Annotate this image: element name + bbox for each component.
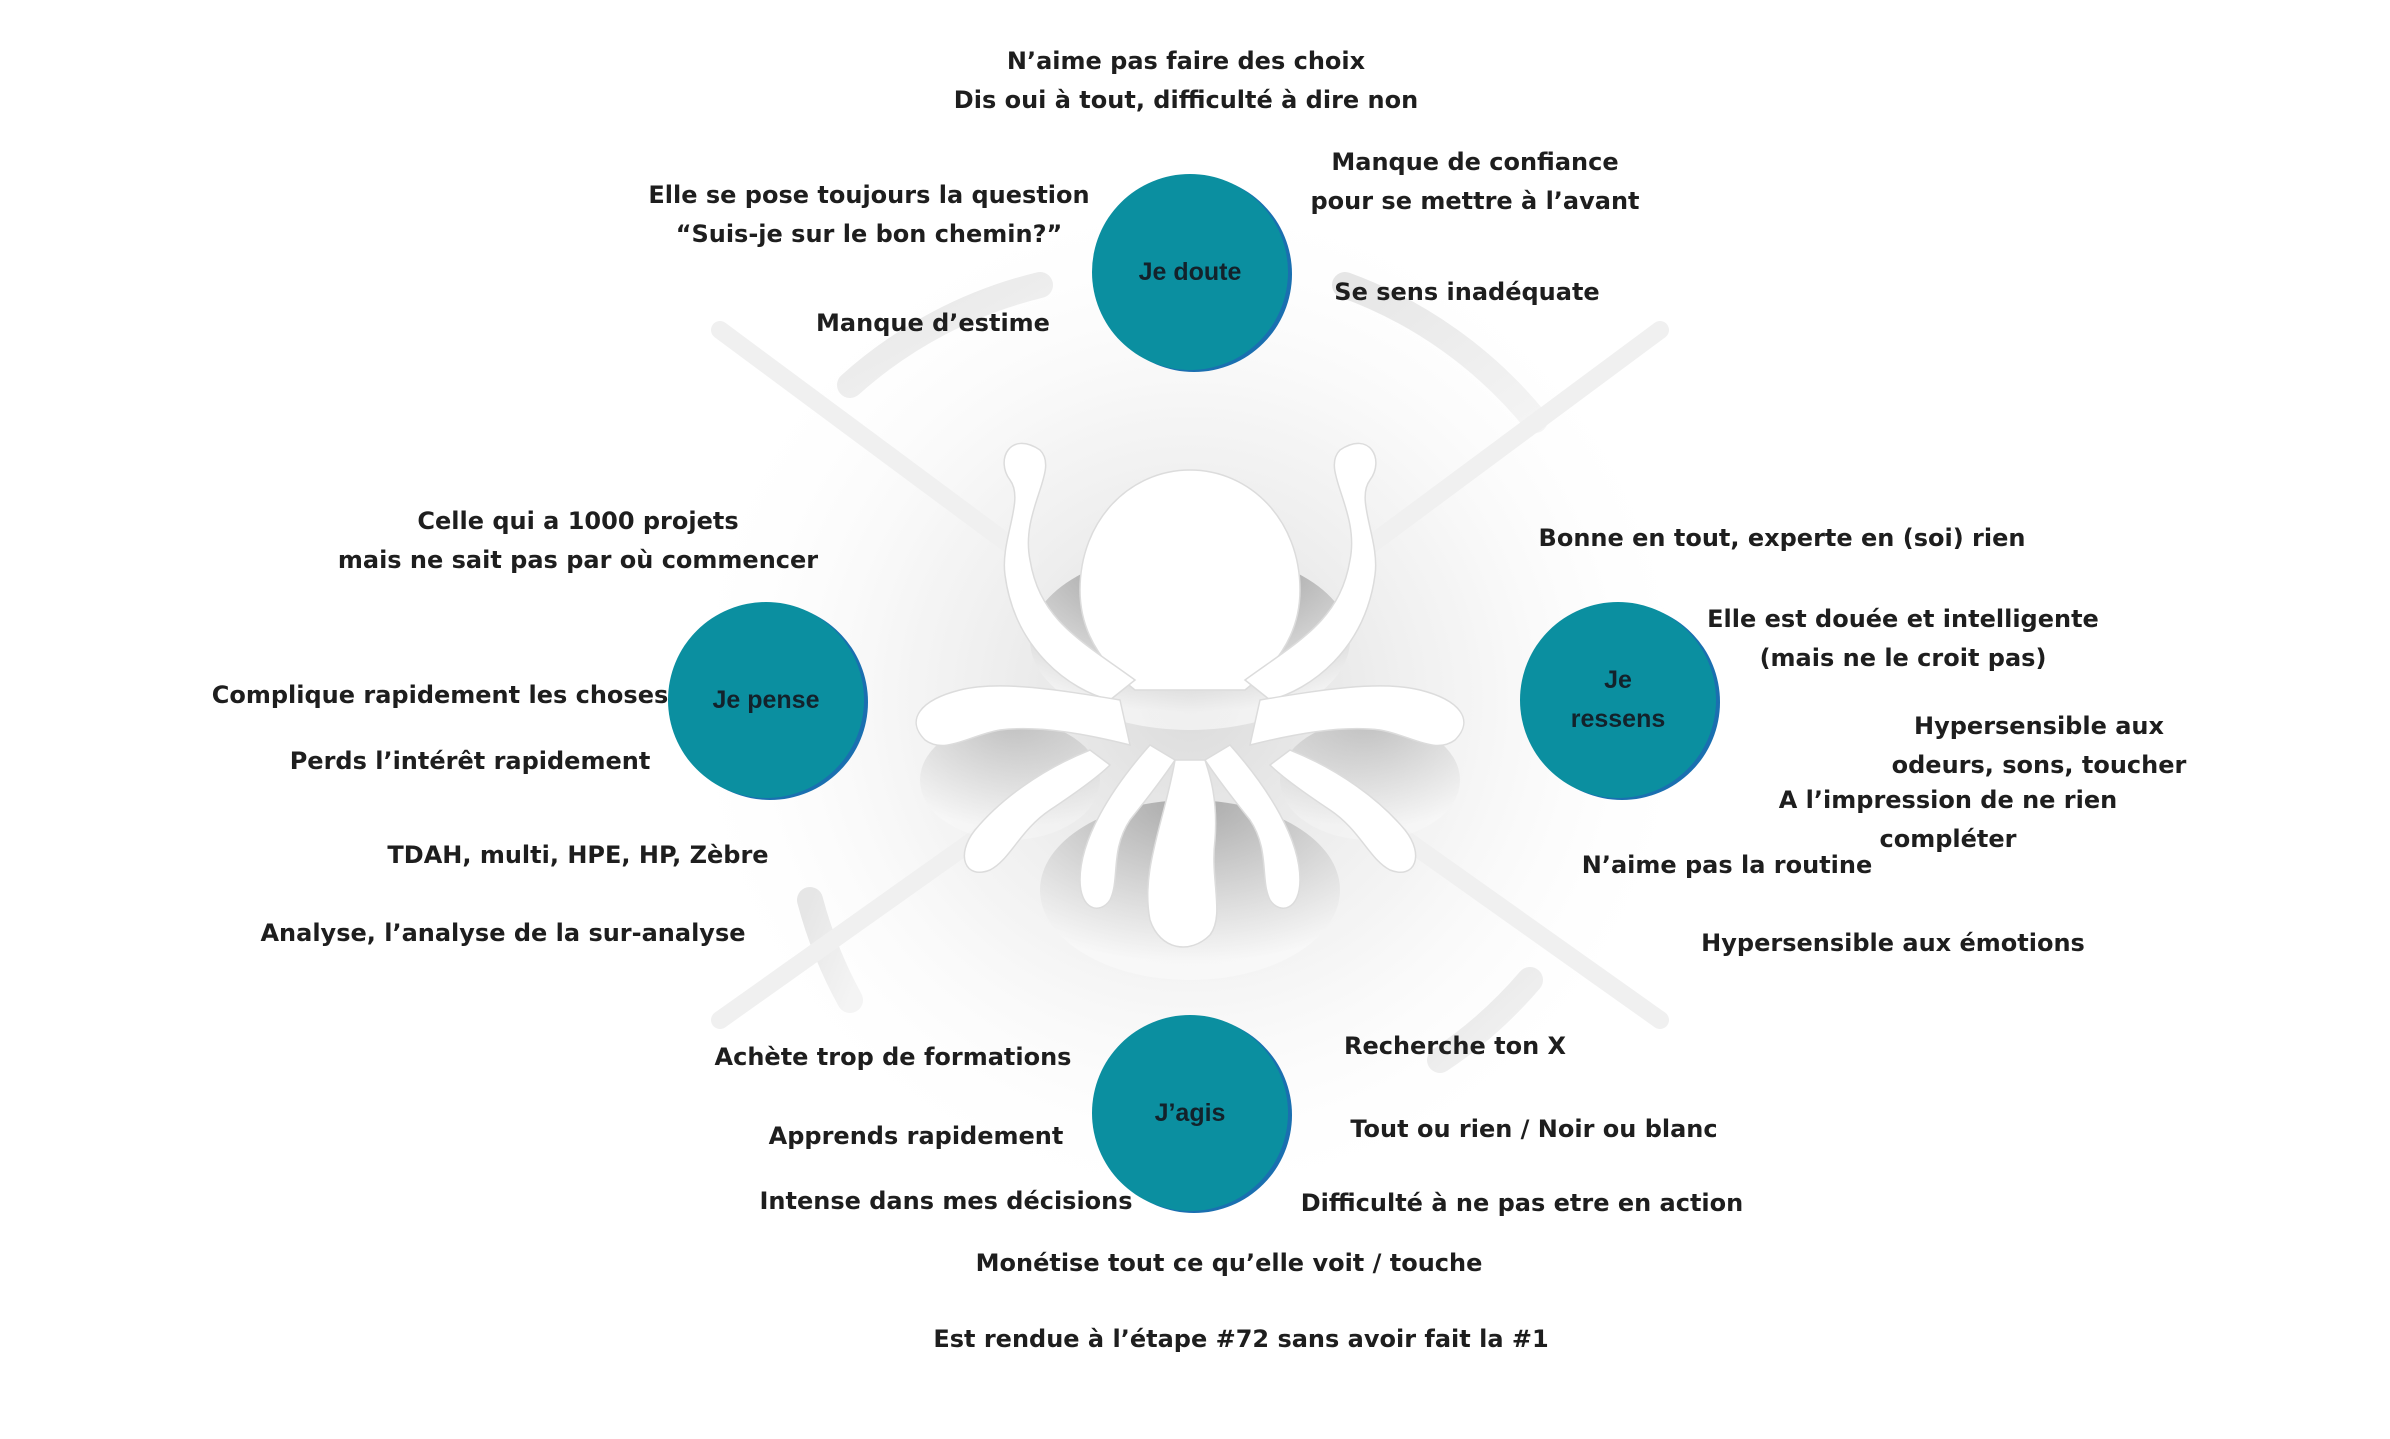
label-ressens-bonne: Bonne en tout, experte en (soi) rien [1539,519,2026,558]
label-agis-etape: Est rendue à l’étape #72 sans avoir fait… [933,1320,1548,1359]
label-pense-projets: Celle qui a 1000 projets mais ne sait pa… [338,502,818,580]
label-agis-intense: Intense dans mes décisions [759,1182,1132,1221]
node-je-ressens[interactable]: Je ressens [1520,602,1716,798]
node-je-ressens-label: Je ressens [1571,661,1666,739]
label-agis-formations: Achète trop de formations [715,1038,1072,1077]
label-doute-confiance: Manque de confiance pour se mettre à l’a… [1310,143,1639,221]
label-pense-analyse: Analyse, l’analyse de la sur-analyse [260,914,745,953]
label-agis-difficulte: Difficulté à ne pas etre en action [1301,1184,1743,1223]
node-je-doute[interactable]: Je doute [1092,174,1288,370]
label-agis-monetise: Monétise tout ce qu’elle voit / touche [976,1244,1483,1283]
label-ressens-douee: Elle est douée et intelligente (mais ne … [1707,600,2099,678]
label-pense-interet: Perds l’intérêt rapidement [290,742,651,781]
label-agis-tout: Tout ou rien / Noir ou blanc [1350,1110,1717,1149]
label-ressens-routine: N’aime pas la routine [1582,846,1873,885]
label-agis-recherche: Recherche ton X [1344,1027,1566,1066]
label-ressens-hypersensible: Hypersensible aux odeurs, sons, toucher [1864,707,2215,785]
node-jagis-label: J’agis [1155,1094,1226,1133]
node-je-doute-label: Je doute [1139,253,1242,292]
node-je-pense-label: Je pense [712,681,819,720]
label-doute-choix: N’aime pas faire des choix Dis oui à tou… [954,42,1418,120]
label-ressens-emotions: Hypersensible aux émotions [1701,924,2085,963]
label-doute-question: Elle se pose toujours la question “Suis-… [648,176,1089,254]
node-je-pense[interactable]: Je pense [668,602,864,798]
label-doute-inadequate: Se sens inadéquate [1334,273,1599,312]
label-doute-estime: Manque d’estime [816,304,1050,343]
label-pense-tdah: TDAH, multi, HPE, HP, Zèbre [387,836,768,875]
label-agis-apprends: Apprends rapidement [769,1117,1064,1156]
label-pense-complique: Complique rapidement les choses [212,676,669,715]
